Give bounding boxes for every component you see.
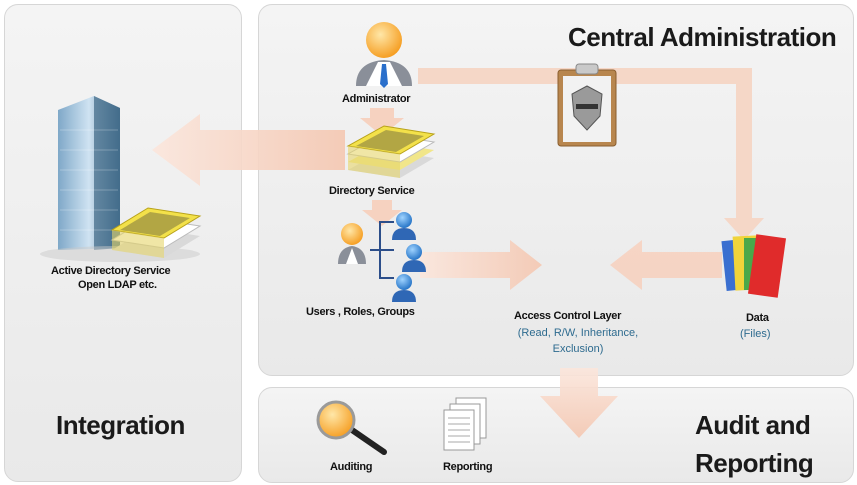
clipboard-badge-icon <box>557 63 617 147</box>
audit-title-line2: Reporting <box>695 448 814 478</box>
directory-service-label: Directory Service <box>329 185 415 197</box>
arrow-admin-to-data <box>418 68 764 240</box>
arrow-users-to-acl <box>420 240 542 290</box>
users-roles-groups-label: Users , Roles, Groups <box>306 306 415 318</box>
reporting-label: Reporting <box>443 461 493 473</box>
arrow-admin-to-directory <box>360 108 404 136</box>
administrator-person-icon <box>356 22 412 88</box>
central-administration-title: Central Administration <box>568 22 837 52</box>
active-directory-label-2: Open LDAP etc. <box>78 279 157 291</box>
user-group-icon <box>338 212 426 302</box>
active-directory-label-1: Active Directory Service <box>51 265 171 277</box>
arrow-acl-to-audit <box>540 368 618 438</box>
administrator-label: Administrator <box>342 93 411 105</box>
integration-title: Integration <box>56 410 185 440</box>
data-folders-icon <box>721 234 787 298</box>
report-pages-icon <box>443 397 487 451</box>
arrow-directory-to-users <box>362 200 402 226</box>
arrow-directory-to-ad <box>152 114 345 186</box>
access-control-detail-2: Exclusion) <box>552 343 604 355</box>
directory-book-stack-icon <box>346 125 436 178</box>
data-label: Data <box>746 312 769 324</box>
ad-book-stack-icon <box>110 207 202 258</box>
audit-title-line1: Audit and <box>695 410 811 440</box>
access-control-detail-1: (Read, R/W, Inheritance, <box>517 327 639 339</box>
arrow-data-to-acl <box>610 240 722 290</box>
auditing-label: Auditing <box>330 461 373 473</box>
data-detail-label: (Files) <box>740 328 771 340</box>
magnifier-icon <box>316 400 387 455</box>
building-icon <box>40 96 200 262</box>
central-administration-panel <box>258 4 854 376</box>
access-control-layer-label: Access Control Layer <box>514 310 622 322</box>
